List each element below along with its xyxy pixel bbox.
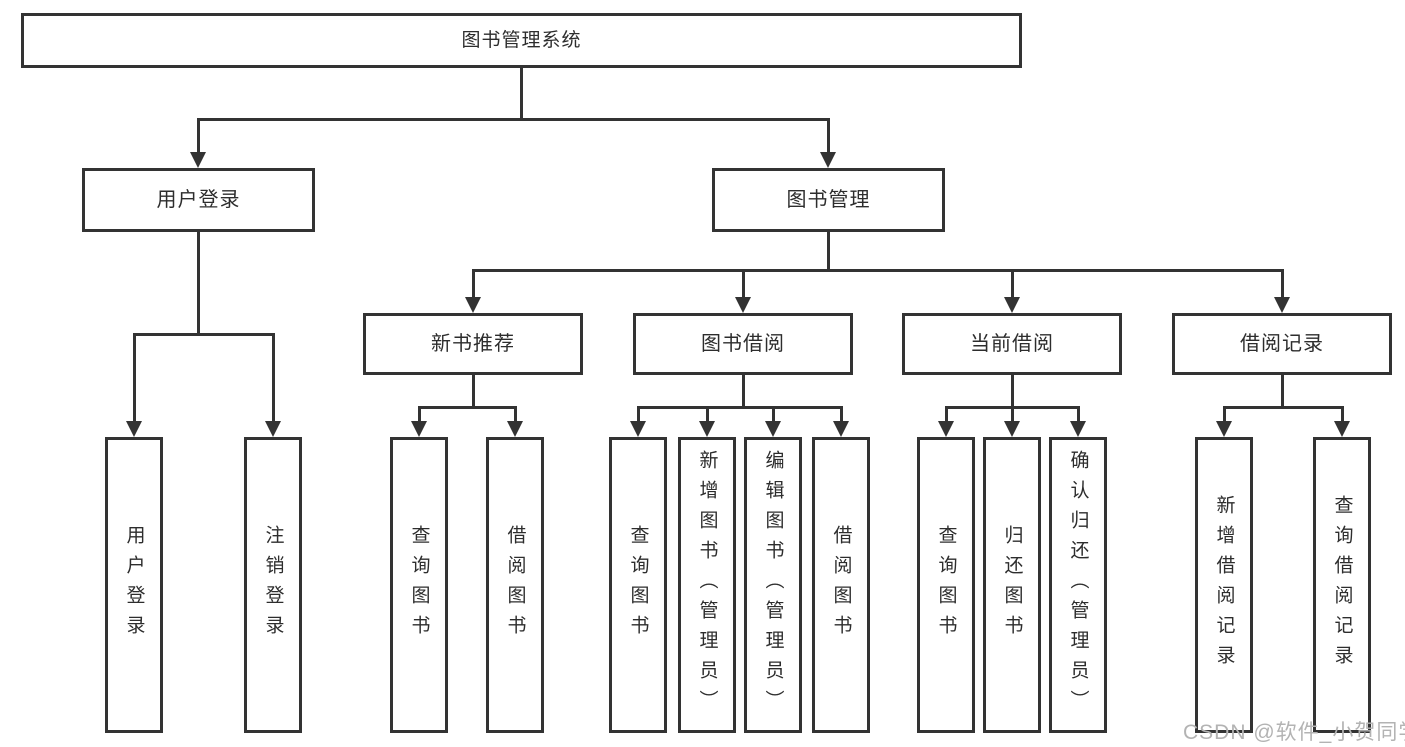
connector-to-level3 bbox=[741, 269, 745, 299]
leaf-newbook-query-books: 查询图书 bbox=[390, 437, 448, 733]
connector-to-leaf bbox=[839, 406, 843, 423]
connector-to-leaf bbox=[636, 406, 640, 423]
connector-root-stem bbox=[519, 68, 523, 120]
leaf-user-login: 用户登录 bbox=[105, 437, 163, 733]
leaf-current-query-books: 查询图书 bbox=[917, 437, 975, 733]
node-user-login: 用户登录 bbox=[82, 168, 315, 232]
connector-to-level3 bbox=[1010, 269, 1014, 299]
arrow-down-icon bbox=[1334, 421, 1350, 437]
connector-group-hline bbox=[636, 406, 843, 409]
arrow-down-icon bbox=[1004, 297, 1020, 313]
connector-to-leaf bbox=[1340, 406, 1344, 423]
arrow-down-icon bbox=[465, 297, 481, 313]
node-book-management: 图书管理 bbox=[712, 168, 945, 232]
arrow-down-icon bbox=[507, 421, 523, 437]
connector-to-leaf bbox=[771, 406, 775, 423]
connector-to-leaf bbox=[417, 406, 421, 423]
connector-to-leaf bbox=[132, 333, 136, 423]
connector-bookmgmt-hline bbox=[471, 269, 1284, 272]
leaf-logout-login: 注销登录 bbox=[244, 437, 302, 733]
node-current-borrow: 当前借阅 bbox=[902, 313, 1122, 375]
connector-to-leaf bbox=[271, 333, 275, 423]
connector-to-leaf bbox=[513, 406, 517, 423]
connector-to-leaf bbox=[705, 406, 709, 423]
connector-group-stem bbox=[741, 375, 745, 408]
arrow-down-icon bbox=[630, 421, 646, 437]
arrow-down-icon bbox=[820, 152, 836, 168]
arrow-down-icon bbox=[1274, 297, 1290, 313]
csdn-watermark: CSDN @软件_小贺同学 bbox=[1183, 721, 1405, 744]
leaf-borrow-edit-books-admin: 编辑图书（管理员） bbox=[744, 437, 802, 733]
leaf-newbook-borrow-books: 借阅图书 bbox=[486, 437, 544, 733]
arrow-down-icon bbox=[735, 297, 751, 313]
leaf-current-confirm-return-admin: 确认归还（管理员） bbox=[1049, 437, 1107, 733]
connector-group-hline bbox=[1222, 406, 1344, 409]
connector-to-leaf bbox=[1076, 406, 1080, 423]
connector-to-level3 bbox=[1280, 269, 1284, 299]
connector-userlogin-hline bbox=[132, 333, 275, 336]
arrow-down-icon bbox=[1216, 421, 1232, 437]
arrow-down-icon bbox=[1004, 421, 1020, 437]
node-book-borrow: 图书借阅 bbox=[633, 313, 853, 375]
arrow-down-icon bbox=[126, 421, 142, 437]
connector-to-leaf bbox=[944, 406, 948, 423]
arrow-down-icon bbox=[938, 421, 954, 437]
connector-to-user-login bbox=[196, 118, 200, 154]
node-root: 图书管理系统 bbox=[21, 13, 1022, 68]
connector-to-leaf bbox=[1010, 406, 1014, 423]
leaf-borrow-add-books-admin: 新增图书（管理员） bbox=[678, 437, 736, 733]
connector-bookmgmt-stem bbox=[826, 232, 830, 272]
connector-userlogin-stem bbox=[196, 232, 200, 336]
connector-to-book-management bbox=[826, 118, 830, 154]
connector-root-hline bbox=[196, 118, 830, 121]
arrow-down-icon bbox=[699, 421, 715, 437]
connector-group-stem bbox=[1280, 375, 1284, 408]
connector-to-leaf bbox=[1222, 406, 1226, 423]
connector-to-level3 bbox=[471, 269, 475, 299]
arrow-down-icon bbox=[1070, 421, 1086, 437]
arrow-down-icon bbox=[190, 152, 206, 168]
connector-group-stem bbox=[471, 375, 475, 408]
connector-group-stem bbox=[1010, 375, 1014, 408]
arrow-down-icon bbox=[765, 421, 781, 437]
arrow-down-icon bbox=[411, 421, 427, 437]
arrow-down-icon bbox=[265, 421, 281, 437]
leaf-records-query-record: 查询借阅记录 bbox=[1313, 437, 1371, 733]
leaf-borrow-borrow-books: 借阅图书 bbox=[812, 437, 870, 733]
arrow-down-icon bbox=[833, 421, 849, 437]
leaf-borrow-query-books: 查询图书 bbox=[609, 437, 667, 733]
node-new-book-recommend: 新书推荐 bbox=[363, 313, 583, 375]
leaf-records-add-record: 新增借阅记录 bbox=[1195, 437, 1253, 733]
leaf-current-return-books: 归还图书 bbox=[983, 437, 1041, 733]
node-borrow-records: 借阅记录 bbox=[1172, 313, 1392, 375]
connector-group-hline bbox=[417, 406, 517, 409]
